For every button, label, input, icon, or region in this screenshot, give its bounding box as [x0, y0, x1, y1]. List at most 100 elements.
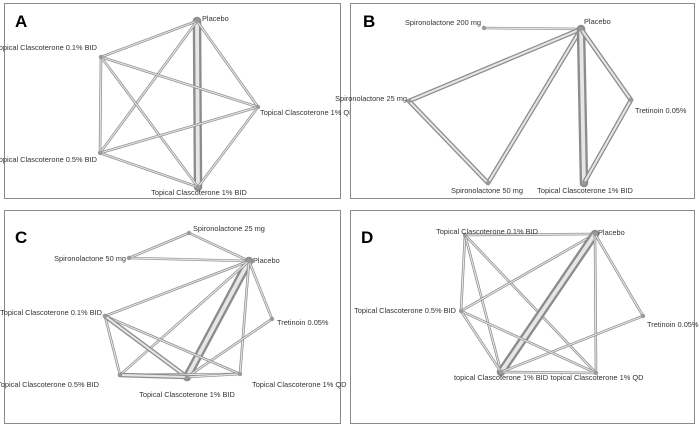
network-edge [406, 26, 584, 104]
network-node [498, 369, 504, 375]
node-label: Topical Clascoterone 1% QD [252, 380, 346, 389]
network-diagram: Topical Clascoterone 0.1% BID PlaceboTopi… [354, 227, 699, 382]
node-label: Spironolactone 200 mg [405, 18, 481, 27]
network-node [581, 180, 587, 186]
network-edge [238, 259, 251, 376]
node-label: Tretinoin 0.05% [277, 318, 329, 327]
network-edge [98, 19, 199, 155]
network-edge [459, 309, 503, 374]
node-label: Topical Clascoterone 1% BID [139, 390, 235, 399]
network-edge [499, 370, 598, 375]
network-edge [463, 232, 597, 237]
panel-letter: C [15, 228, 27, 247]
network-edge [102, 313, 190, 380]
network-node [578, 26, 584, 32]
network-node [269, 316, 275, 322]
network-edge [247, 259, 274, 321]
network-edge [187, 231, 251, 263]
panel-letter: A [15, 12, 27, 31]
network-edge [406, 98, 491, 186]
node-label: Topical Clascoterone 1% QD [260, 108, 354, 117]
network-edge [118, 259, 251, 377]
network-edge [192, 16, 203, 192]
network-diagram: Spironolactone 25 mg Spironolactone 50 mg… [0, 224, 346, 399]
network-diagram: Spironolactone 200 mg PlaceboSpironolacto… [335, 12, 687, 195]
node-label: Topical Clascoterone 0.1% BID [0, 308, 102, 317]
network-node [592, 231, 598, 237]
node-label: Topical Clascoterone 0.5% BID [0, 380, 99, 389]
panel-letter: D [361, 228, 373, 247]
network-edge [496, 229, 600, 377]
network-edge [103, 259, 251, 318]
network-node [97, 150, 103, 156]
network-edge [459, 309, 598, 375]
network-edge [581, 97, 634, 186]
network-edge [127, 256, 251, 263]
network-edge [103, 314, 242, 376]
network-node [246, 258, 252, 264]
network-node [184, 374, 190, 380]
node-label: topical Clascoterone 1% QD [551, 373, 644, 382]
network-edge [593, 232, 645, 318]
node-label: topical Clascoterone 1% BID [454, 373, 548, 382]
network-node [194, 18, 200, 24]
network-edge [482, 26, 583, 31]
network-edge [99, 55, 200, 189]
network-node [195, 184, 201, 190]
node-label: Topical Clascoterone 0.1% BID [0, 43, 97, 52]
network-node [255, 104, 261, 110]
network-edge [185, 372, 242, 379]
node-label: Spironolactone 25 mg [193, 224, 265, 233]
network-edge [463, 233, 503, 374]
network-node [640, 313, 646, 319]
node-label: Placebo [584, 17, 611, 26]
node-label: Placebo [202, 14, 229, 23]
node-label: Spironolactone 50 mg [54, 254, 126, 263]
network-edge [127, 231, 191, 260]
network-edge [98, 55, 103, 155]
node-label: Placebo [253, 256, 280, 265]
network-node [186, 230, 192, 236]
node-label: Spironolactone 25 mg [335, 94, 407, 103]
network-node [126, 255, 132, 261]
network-node [485, 180, 491, 186]
node-label: Placebo [598, 228, 625, 237]
network-edge [196, 105, 260, 189]
network-edge [485, 26, 584, 186]
network-node [628, 97, 634, 103]
network-panel-c: Spironolactone 25 mg Spironolactone 50 mg… [0, 210, 346, 424]
network-node [458, 308, 464, 314]
node-label: Topical Clascoterone 1% BID [151, 188, 247, 197]
node-label: Tretinoin 0.05% [647, 320, 699, 329]
network-edge [195, 19, 260, 109]
network-edge [578, 26, 634, 103]
node-label: Topical Clascoterone 1% BID [537, 186, 633, 195]
network-node [117, 372, 123, 378]
network-edge [98, 151, 200, 189]
node-label: Topical Clascoterone 0.5% BID [0, 155, 97, 164]
network-edge [463, 233, 598, 375]
network-edge [98, 105, 260, 155]
node-label: Spironolactone 50 mg [451, 186, 523, 195]
network-edge [459, 232, 597, 313]
network-node [102, 313, 108, 319]
network-node [406, 98, 412, 104]
network-edge [459, 233, 467, 313]
network-node [481, 25, 487, 31]
node-label: Topical Clascoterone 0.5% BID [354, 306, 456, 315]
network-edge [117, 372, 190, 380]
network-edge [99, 19, 199, 59]
node-label: Topical Clascoterone 0.1% BID [436, 227, 538, 236]
network-edge [103, 314, 122, 377]
network-edge [593, 232, 598, 375]
network-edge [182, 256, 254, 382]
panel-letter: B [363, 12, 375, 31]
network-edge [499, 314, 645, 374]
network-node [462, 232, 468, 238]
network-node [593, 370, 599, 376]
network-node [237, 371, 243, 377]
